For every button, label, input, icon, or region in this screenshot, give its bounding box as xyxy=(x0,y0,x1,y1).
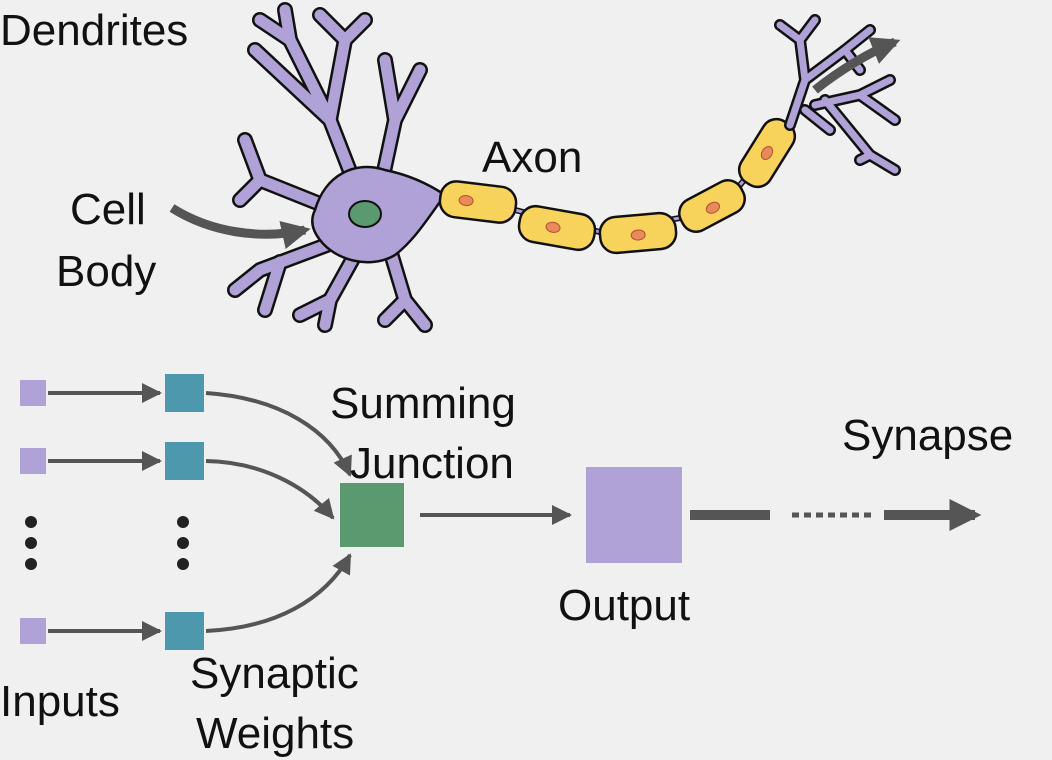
weight-arrow-2 xyxy=(205,459,335,520)
dendrites-label: Dendrites xyxy=(0,6,188,55)
summing-junction-label-line1: Summing xyxy=(330,379,516,428)
weight-ellipsis xyxy=(177,516,189,570)
output-label: Output xyxy=(558,581,690,630)
weight-arrow-1 xyxy=(205,391,352,477)
input-node-2 xyxy=(20,448,46,474)
inputs-label: Inputs xyxy=(0,677,120,726)
input-node-n xyxy=(20,618,46,644)
synapse-label: Synapse xyxy=(842,411,1013,460)
input-node-1 xyxy=(20,380,46,406)
nucleus-shape xyxy=(348,200,382,228)
weight-node-n xyxy=(165,612,204,650)
output-node xyxy=(586,467,682,563)
weight-node-2 xyxy=(165,442,204,480)
cell-body-label-line2: Body xyxy=(56,247,156,296)
cell-body-pointer-arrow xyxy=(169,204,311,250)
myelin-sheaths xyxy=(438,117,797,255)
summing-junction-node xyxy=(340,483,404,547)
synaptic-weights-label-line1: Synaptic xyxy=(190,649,359,698)
signal-arrow xyxy=(812,37,901,94)
cell-body-label-line1: Cell xyxy=(70,185,146,234)
synaptic-weights-label-line2: Weights xyxy=(196,709,354,758)
summing-junction-label-line2: Junction xyxy=(350,439,514,488)
axon-label: Axon xyxy=(482,133,582,182)
dendrites-shape xyxy=(227,2,433,333)
weight-arrow-n xyxy=(205,553,352,633)
weight-node-1 xyxy=(165,374,204,412)
axon-terminals xyxy=(774,14,901,176)
artificial-neuron-model xyxy=(20,374,982,650)
biological-neuron xyxy=(169,2,901,333)
input-ellipsis xyxy=(25,516,37,570)
